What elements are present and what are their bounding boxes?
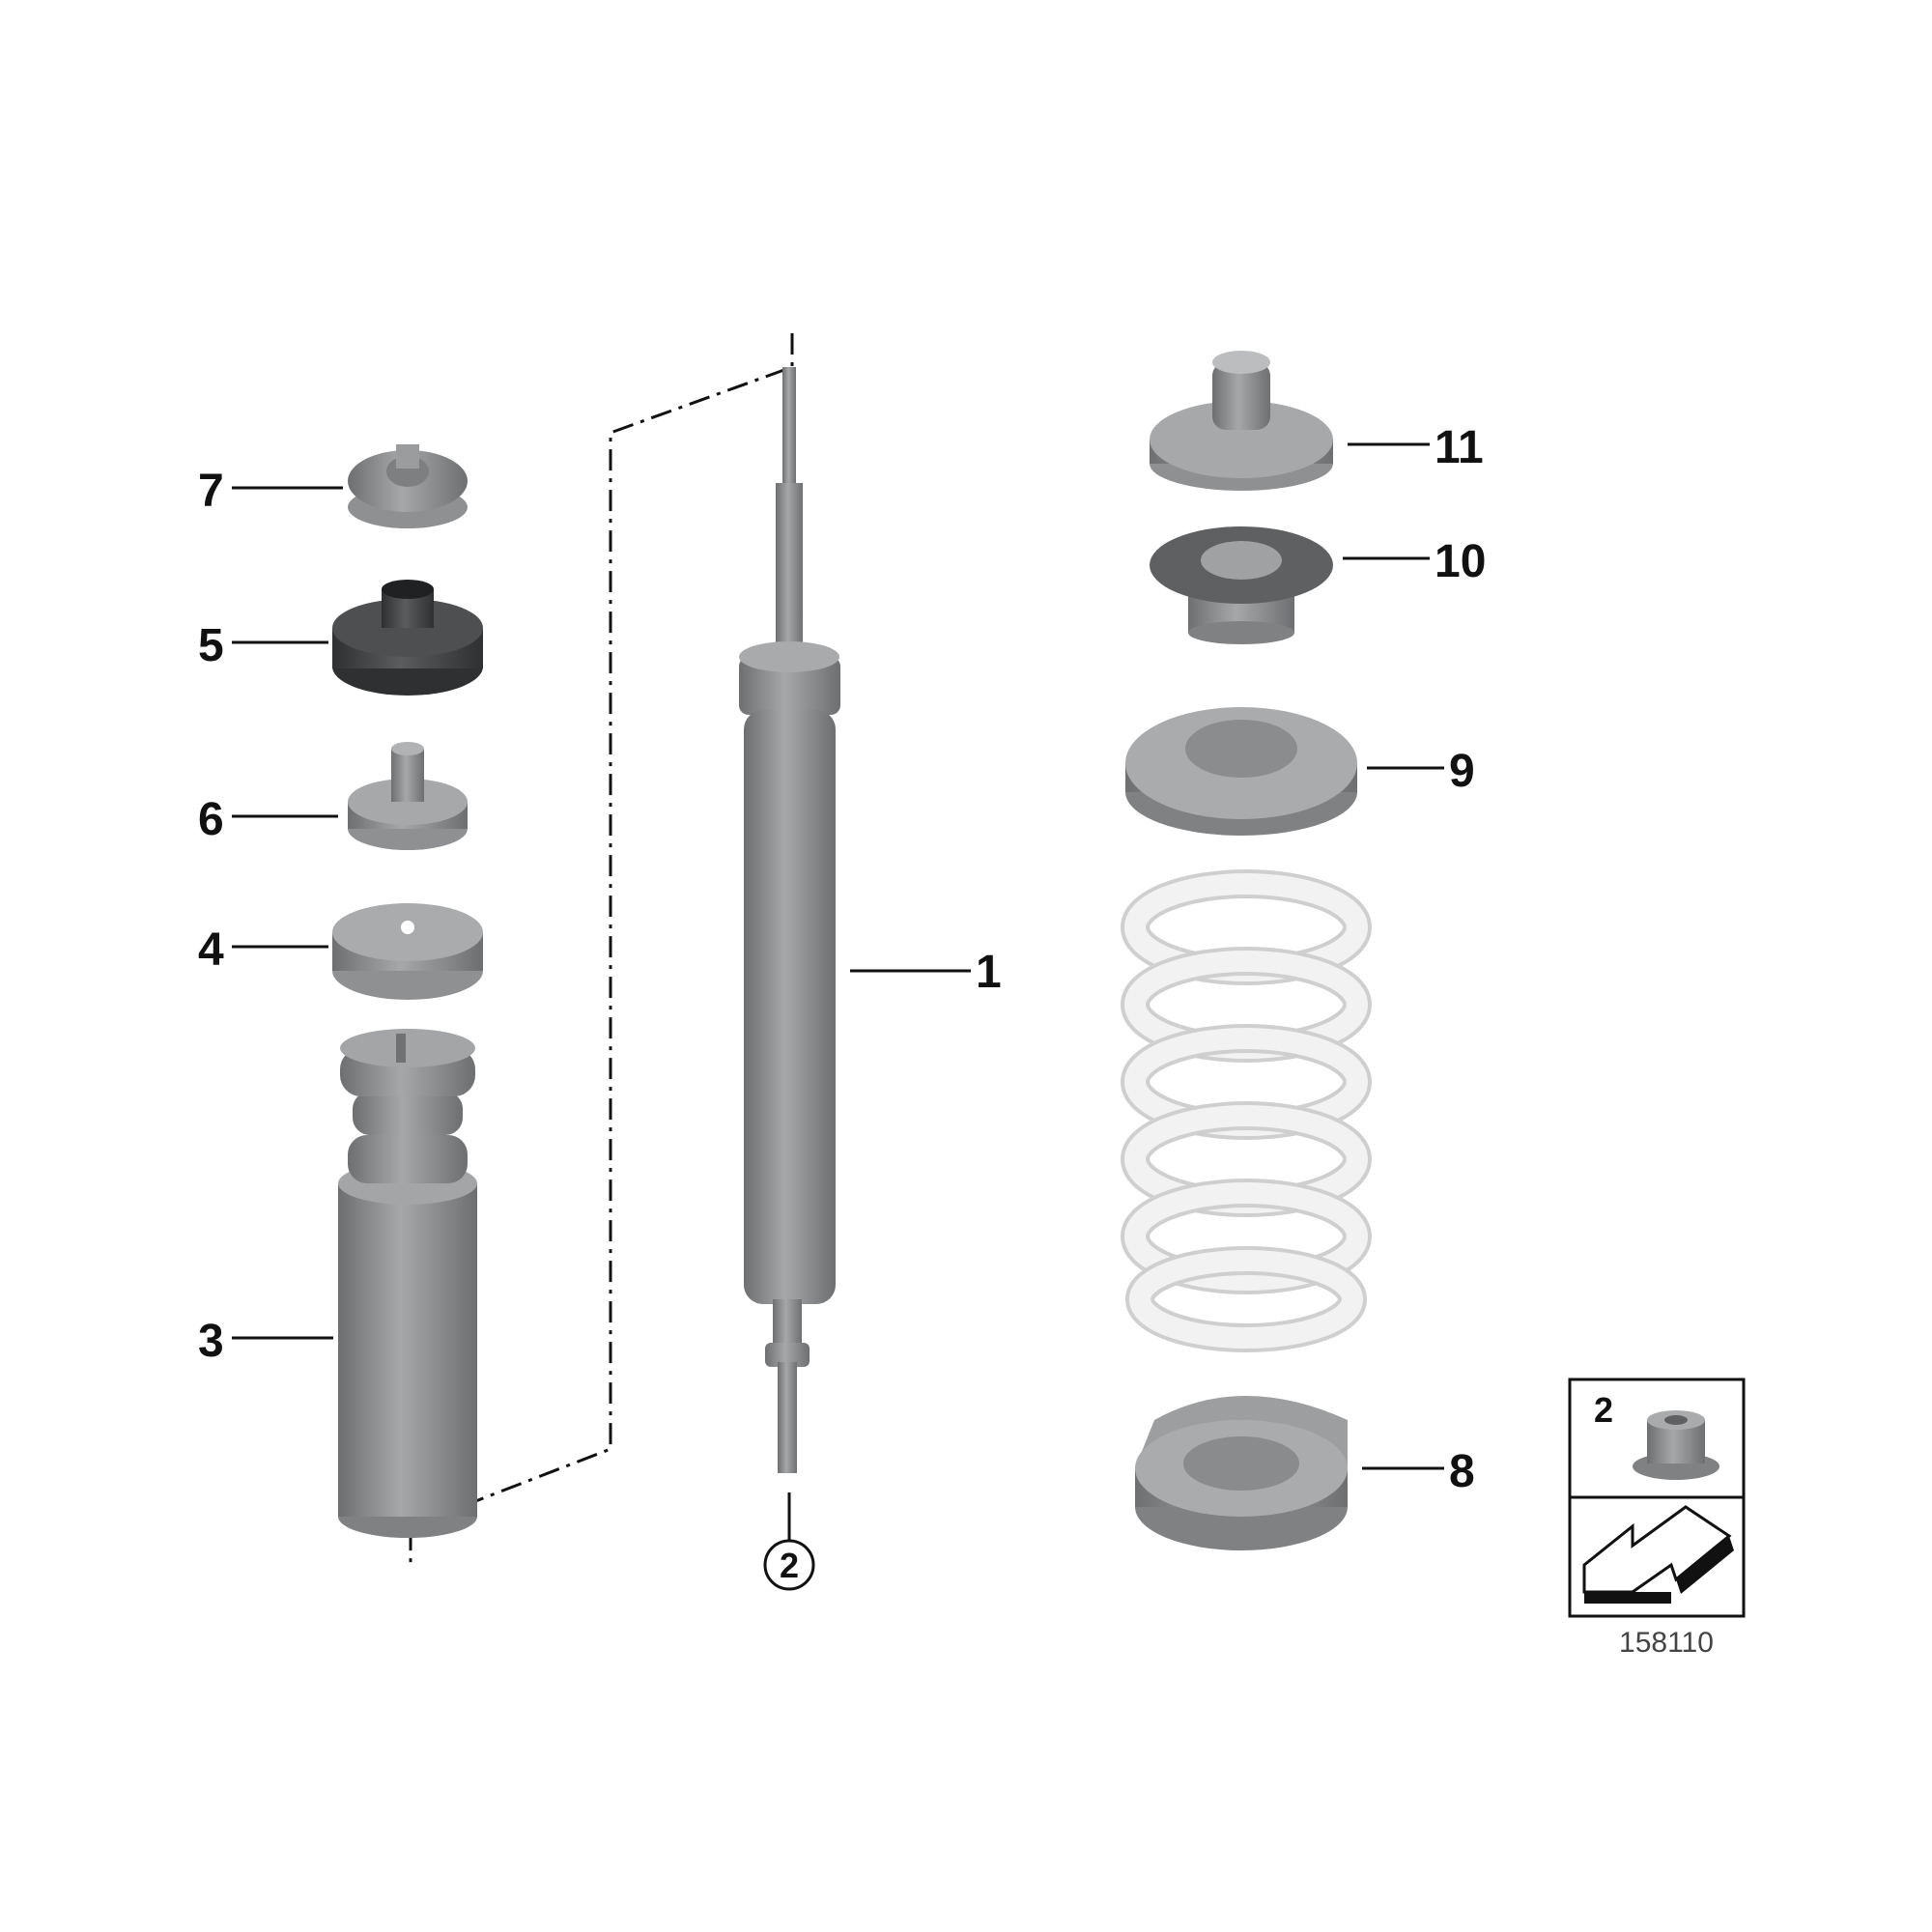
shock-absorber bbox=[739, 367, 840, 1473]
callout-8: 8 bbox=[1449, 1446, 1475, 1497]
part-3-callout: 3 bbox=[198, 1316, 333, 1367]
callout-10: 10 bbox=[1435, 536, 1486, 587]
callout-4: 4 bbox=[198, 924, 224, 976]
part-2-callout-circled: 2 bbox=[763, 1492, 815, 1591]
part-6 bbox=[348, 742, 468, 850]
callout-1: 1 bbox=[976, 947, 1002, 998]
part-7 bbox=[348, 444, 468, 528]
callout-11: 11 bbox=[1435, 422, 1484, 473]
callout-6: 6 bbox=[198, 794, 224, 845]
callout-2-box: 2 bbox=[1594, 1390, 1613, 1430]
part-6-callout: 6 bbox=[198, 794, 338, 845]
part-5 bbox=[332, 580, 483, 696]
part-7-callout: 7 bbox=[198, 466, 343, 517]
part-4-callout: 4 bbox=[198, 924, 328, 976]
callout-7: 7 bbox=[198, 466, 224, 517]
callout-2-circled: 2 bbox=[780, 1546, 799, 1585]
part-4 bbox=[332, 903, 483, 1000]
arrow-icon bbox=[1582, 1505, 1734, 1604]
part-10-callout: 10 bbox=[1343, 536, 1486, 587]
part-8-callout: 8 bbox=[1362, 1446, 1475, 1497]
part-3 bbox=[338, 1029, 477, 1538]
coil-spring bbox=[1121, 869, 1372, 1352]
part-11 bbox=[1150, 351, 1333, 491]
callout-5: 5 bbox=[198, 620, 224, 671]
part-11-callout: 11 bbox=[1348, 422, 1484, 473]
inset-box: 2 bbox=[1568, 1378, 1746, 1618]
part-1-callout: 1 bbox=[850, 947, 1002, 998]
part-10 bbox=[1150, 526, 1333, 644]
figure-number: 158110 bbox=[1619, 1627, 1714, 1659]
part-5-callout: 5 bbox=[198, 620, 328, 671]
part-8 bbox=[1135, 1396, 1348, 1550]
part-9-callout: 9 bbox=[1367, 746, 1475, 797]
part-9 bbox=[1125, 707, 1357, 836]
callout-3: 3 bbox=[198, 1316, 224, 1367]
callout-9: 9 bbox=[1449, 746, 1475, 797]
nut-icon bbox=[1633, 1410, 1719, 1480]
